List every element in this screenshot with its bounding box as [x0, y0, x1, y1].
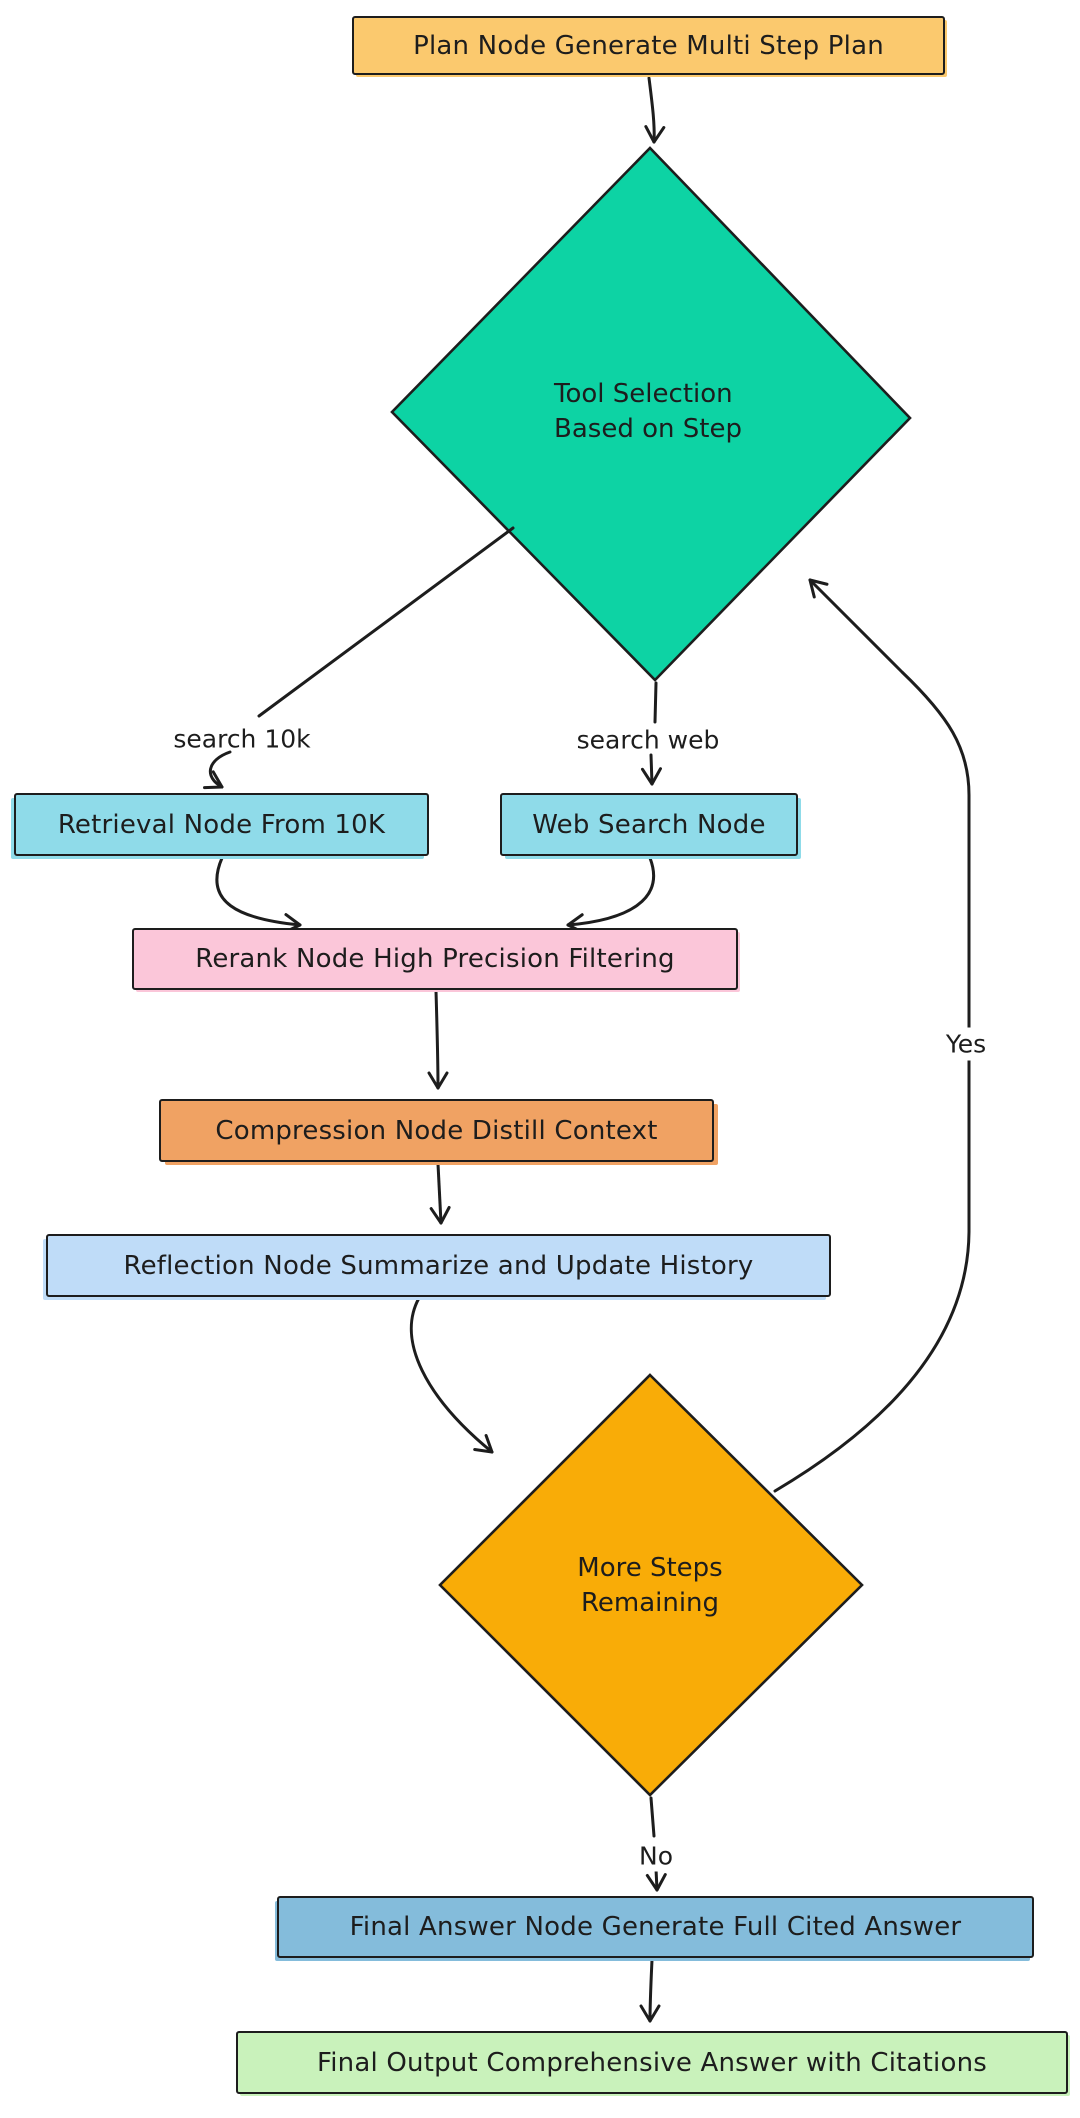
node-web-search: Web Search Node	[500, 793, 798, 856]
node-compression: Compression Node Distill Context	[159, 1099, 714, 1162]
node-retrieval-label: Retrieval Node From 10K	[57, 809, 386, 840]
node-more-steps-diamond	[438, 1373, 864, 1797]
node-more-steps-label: More Steps Remaining	[577, 1552, 723, 1618]
edge-label-search-10k: search 10k	[173, 724, 311, 754]
node-final-output: Final Output Comprehensive Answer with C…	[236, 2031, 1068, 2094]
arrow-compression-to-reflection	[429, 1162, 451, 1225]
node-tool-selection-diamond	[390, 146, 912, 682]
node-final-output-label: Final Output Comprehensive Answer with C…	[316, 2047, 988, 2078]
arrow-web-search-to-rerank	[566, 856, 656, 935]
node-tool-selection-label: Tool Selection Based on Step	[554, 378, 742, 444]
arrow-no-to-final-answer	[645, 1867, 667, 1892]
node-final-answer-label: Final Answer Node Generate Full Cited An…	[349, 1912, 962, 1942]
node-plan-label: Plan Node Generate Multi Step Plan	[413, 30, 884, 61]
arrow-plan-to-tool-selection	[644, 76, 666, 144]
arrow-final-answer-to-final-output	[639, 1958, 661, 2023]
edge-label-yes: Yes	[937, 1027, 995, 1061]
node-reflection-label: Reflection Node Summarize and Update His…	[123, 1250, 754, 1281]
edge-tool-selection-to-search-web	[653, 681, 658, 724]
arrow-search-10k-to-retrieval	[203, 750, 232, 790]
node-rerank: Rerank Node High Precision Filtering	[132, 928, 738, 990]
arrow-retrieval-to-rerank	[215, 856, 302, 935]
node-compression-label: Compression Node Distill Context	[215, 1115, 658, 1146]
node-plan: Plan Node Generate Multi Step Plan	[352, 16, 945, 75]
node-web-search-label: Web Search Node	[532, 809, 766, 840]
edge-tool-selection-to-search-10k	[257, 526, 515, 718]
arrow-reflection-to-more-steps	[409, 1296, 494, 1454]
arrow-search-web-to-web-search	[640, 753, 662, 786]
arrow-more-steps-yes-to-tool-selection	[773, 578, 971, 1493]
node-rerank-label: Rerank Node High Precision Filtering	[195, 944, 675, 974]
arrow-rerank-to-compression	[427, 989, 449, 1090]
node-final-answer: Final Answer Node Generate Full Cited An…	[277, 1896, 1034, 1958]
node-reflection: Reflection Node Summarize and Update His…	[46, 1234, 831, 1297]
edge-more-steps-to-no	[649, 1796, 656, 1838]
node-retrieval: Retrieval Node From 10K	[14, 793, 429, 856]
edge-label-search-web: search web	[576, 725, 720, 755]
edge-label-no: No	[632, 1840, 680, 1872]
